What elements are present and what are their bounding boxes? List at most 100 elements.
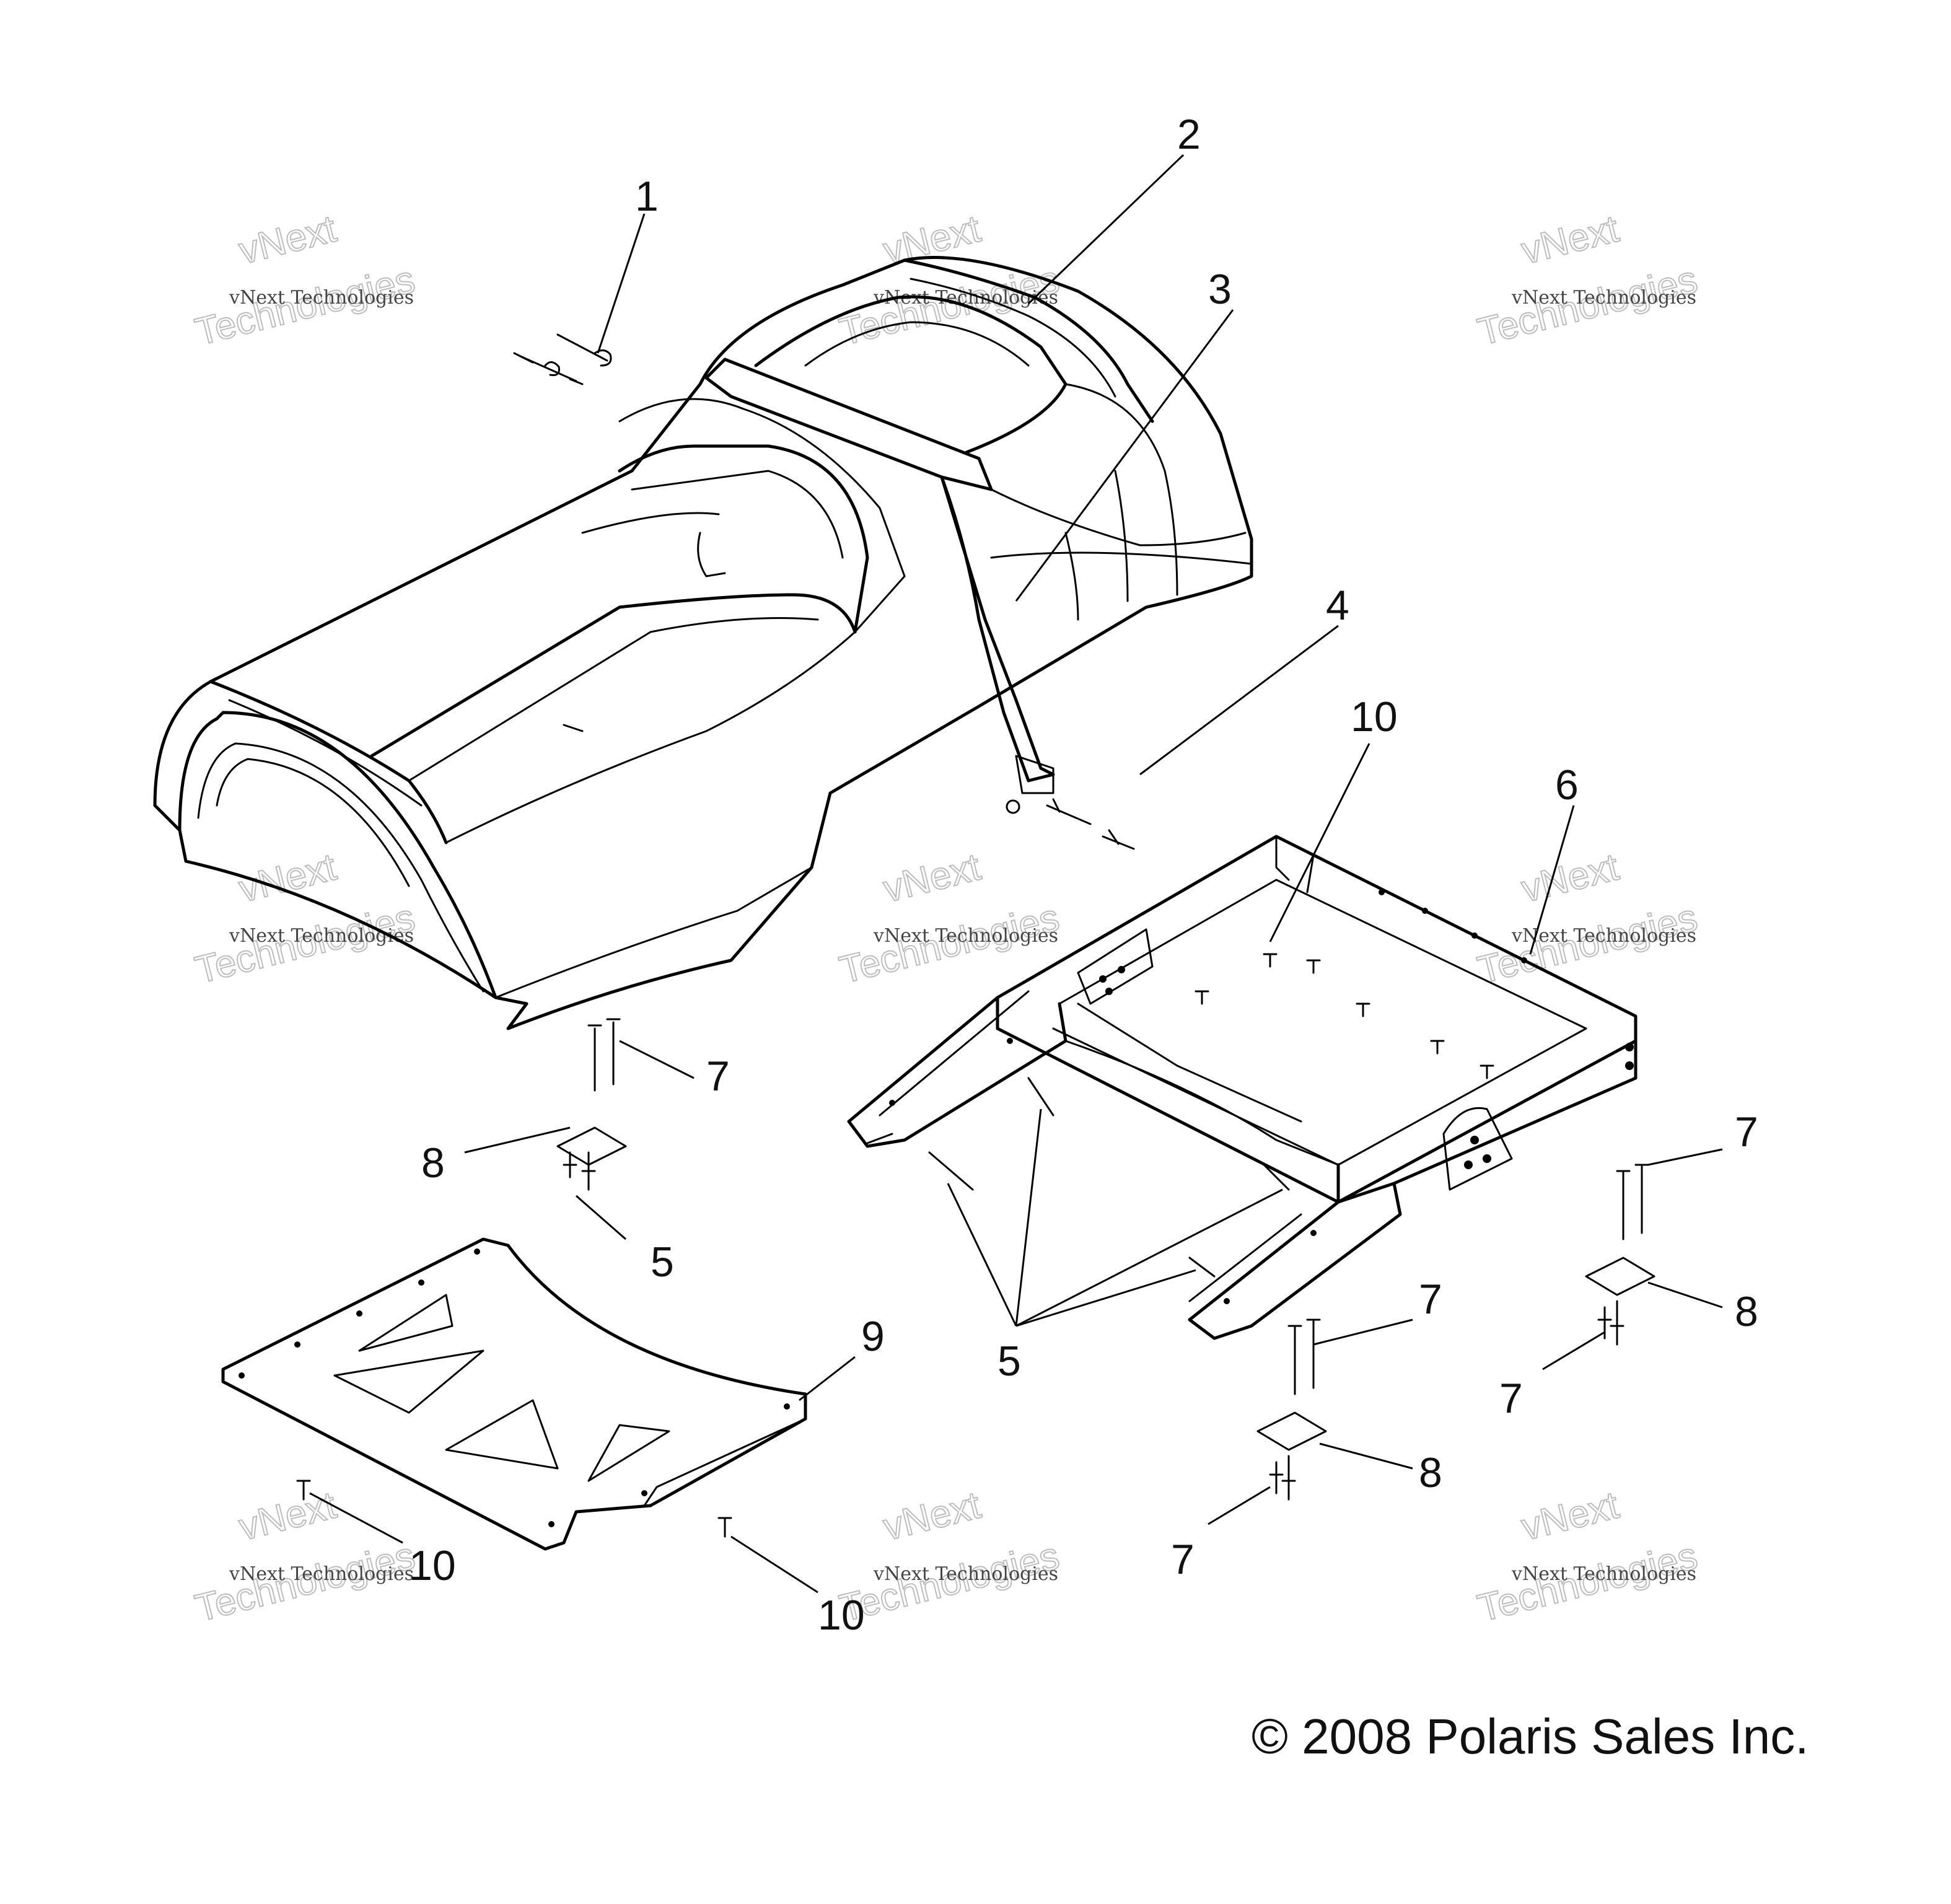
frame-left-rail (847, 996, 1068, 1148)
watermark-mid-left: vNext Technologies vNext Technologies (190, 845, 419, 993)
leader-9 (799, 1356, 856, 1402)
callout-10a: 10 (1351, 693, 1398, 740)
seat-front-cushion-seam (408, 617, 819, 782)
part-1-fasteners (513, 333, 612, 385)
pin-1a (556, 333, 612, 367)
watermark-bottom-left: vNext Technologies vNext Technologies (190, 1483, 419, 1631)
leader-8c (1319, 1442, 1413, 1470)
mount-plate-b-pins (1275, 1318, 1315, 1501)
leader-1 (597, 213, 646, 354)
callout-3: 3 (1208, 266, 1232, 313)
watermark-outline-small: vNext (879, 1484, 984, 1549)
seat-rear-upper-inner (804, 321, 1030, 367)
leader-10a (1269, 743, 1370, 942)
watermark-top-left: vNext Technologies vNext Technologies (190, 207, 419, 354)
plate-cutout-2 (333, 1349, 484, 1414)
callout-7a: 7 (706, 1053, 730, 1100)
mount-plate-c-heads (1597, 1164, 1649, 1327)
callout-5a: 5 (651, 1239, 674, 1286)
seat-rear-side-line (990, 551, 1253, 565)
watermark-text: vNext Technologies (229, 287, 414, 309)
pin-1-long (513, 352, 584, 385)
leader-4 (1139, 625, 1339, 776)
frame-rim-inner (1052, 879, 1587, 1166)
leader-7a (619, 1040, 695, 1079)
fastener-4b (1046, 798, 1092, 825)
watermark-top-right: vNext Technologies vNext Technologies (1473, 207, 1702, 354)
seat-rear-cushion-curve (581, 512, 726, 577)
seat-rear-tail-lower (990, 488, 1247, 546)
part-4-fasteners (1006, 798, 1135, 850)
leader-7d (1542, 1331, 1605, 1371)
plate-screw-a (296, 1480, 311, 1501)
mount-plate-a-pins (569, 1021, 615, 1191)
seat-frame (847, 835, 1638, 1340)
watermark-outline-small: vNext (235, 1484, 340, 1549)
leader-10c (730, 1535, 818, 1594)
fastener-4a (1102, 829, 1135, 850)
rim-hole-1 (1379, 889, 1385, 895)
watermark-outline-small: vNext (235, 208, 340, 273)
seat-rear-cushion (618, 444, 869, 634)
leader-2 (1027, 154, 1185, 305)
callout-9: 9 (861, 1313, 885, 1360)
rim-hole-3 (1471, 932, 1478, 939)
mount-plate-a (556, 1018, 627, 1191)
watermark-text: vNext Technologies (1511, 287, 1696, 309)
callout-8b: 8 (1735, 1288, 1758, 1335)
watermark-bottom-right: vNext Technologies vNext Technologies (1473, 1483, 1702, 1631)
leader-3 (1015, 309, 1234, 602)
seat-outline (153, 256, 1253, 1030)
leader-7c (1313, 1318, 1413, 1346)
seat-rear-hump-inner (910, 278, 1116, 398)
watermark-outline-small: vNext (1517, 1484, 1623, 1549)
leader-7b (1647, 1148, 1723, 1166)
leader-5b-4 (1015, 1269, 1196, 1327)
seat-front-seam-2 (228, 699, 423, 807)
plate-cutout-3 (445, 1399, 559, 1470)
mount-plate-a-body (556, 1126, 627, 1166)
leader-7e (1208, 1486, 1271, 1525)
watermark-outline-small: vNext (1517, 846, 1623, 911)
rim-hole-7 (1007, 1038, 1013, 1044)
mount-plate-c (1585, 1164, 1655, 1346)
rim-hole-4 (1521, 957, 1527, 963)
plate-inner-edge (643, 1418, 807, 1507)
seat-front-arch-inner-2 (216, 758, 410, 887)
bracket-hole-b (1118, 966, 1125, 973)
bracket-hole-f (1464, 1160, 1473, 1169)
seat-mid-seam (618, 398, 906, 577)
fastener-4-washer (1006, 799, 1020, 814)
callout-10c: 10 (818, 1592, 865, 1639)
seat-rear-upper (754, 295, 1068, 454)
rim-hole-6 (1625, 1061, 1634, 1070)
watermark-text: vNext Technologies (229, 925, 414, 947)
rim-hole-9 (1310, 1230, 1317, 1236)
watermark-text: vNext Technologies (1511, 1563, 1696, 1585)
callout-7c: 7 (1419, 1276, 1442, 1323)
seat-front-arch (178, 711, 498, 999)
plate-hole-2 (294, 1341, 300, 1348)
frame-left-bracket (1077, 928, 1154, 1005)
leader-5b-2 (1015, 1108, 1042, 1327)
watermark-bottom-center: vNext Technologies vNext Technologies (835, 1483, 1064, 1631)
plate-hole-5 (474, 1248, 480, 1255)
plate-cutout-4 (587, 1424, 670, 1482)
mount-plate-c-pins (1603, 1164, 1643, 1346)
plate-hole-3 (356, 1310, 362, 1317)
frame-side-wall (1336, 1039, 1638, 1204)
plate-screw-b (717, 1517, 732, 1538)
seat-rear-tail-panel (1064, 383, 1178, 621)
watermark-text: vNext Technologies (873, 1563, 1058, 1585)
watermark-mid-center: vNext Technologies vNext Technologies (835, 845, 1064, 993)
callout-8c: 8 (1419, 1449, 1442, 1496)
frame-bolts (1195, 953, 1494, 1079)
bracket-hole-d (1470, 1136, 1479, 1144)
callout-7d: 7 (1499, 1375, 1523, 1422)
callout-5b: 5 (997, 1338, 1021, 1385)
watermark-outline-small: vNext (1517, 208, 1623, 273)
seat-strap-drop (940, 475, 1055, 783)
mount-plate-b-body (1256, 1411, 1327, 1451)
frame-screws-5 (928, 1077, 1290, 1278)
